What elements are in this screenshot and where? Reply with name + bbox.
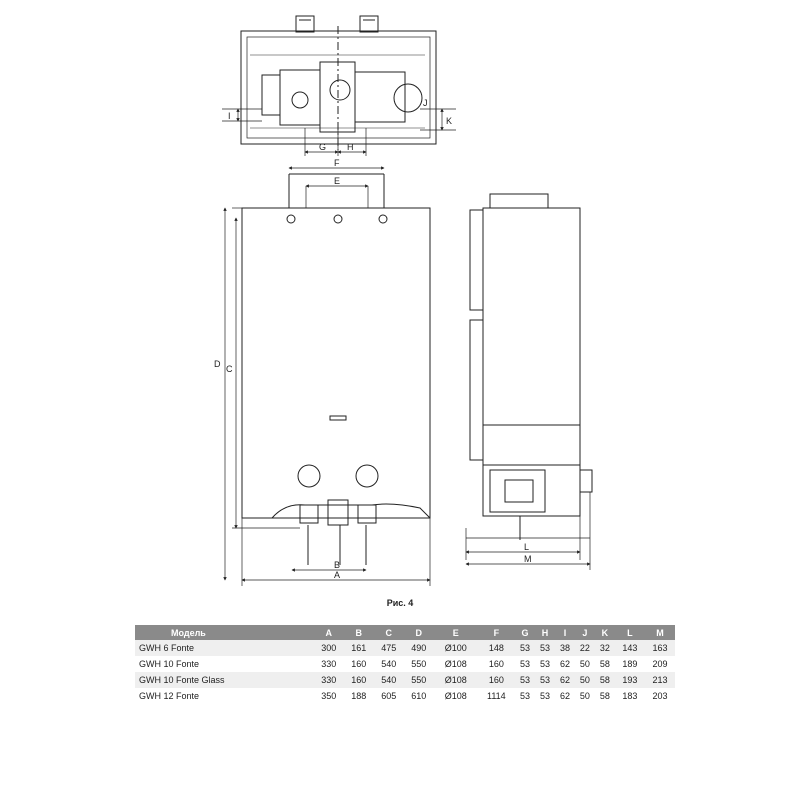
table-cell: 53 — [514, 672, 535, 688]
table-cell: 188 — [343, 688, 374, 704]
table-cell: 161 — [343, 640, 374, 656]
figure-caption: Рис. 4 — [386, 598, 414, 608]
column-header: H — [534, 625, 555, 640]
table-cell: 53 — [534, 656, 555, 672]
table-cell: 58 — [594, 688, 615, 704]
dim-label-l: L — [524, 542, 529, 552]
dim-label-f: F — [334, 158, 340, 168]
table-cell: 300 — [313, 640, 344, 656]
table-cell: Ø108 — [433, 672, 478, 688]
table-header-row: Модель A B C D E F G H I J K L M — [135, 625, 675, 640]
column-header: A — [313, 625, 344, 640]
table-cell: 540 — [373, 672, 404, 688]
table-cell: 58 — [594, 656, 615, 672]
column-header: J — [574, 625, 595, 640]
table-cell: 550 — [403, 656, 434, 672]
table-cell: 330 — [313, 656, 344, 672]
dim-label-a: A — [334, 570, 340, 580]
column-header: I — [554, 625, 575, 640]
table-cell: 193 — [614, 672, 645, 688]
table-cell: 550 — [403, 672, 434, 688]
table-cell: 53 — [534, 640, 555, 656]
top-view — [222, 15, 456, 156]
table-cell: 209 — [644, 656, 675, 672]
column-header: F — [477, 625, 515, 640]
table-cell: 143 — [614, 640, 645, 656]
dim-label-i: I — [228, 111, 231, 121]
table-cell: 475 — [373, 640, 404, 656]
table-cell: 50 — [574, 688, 595, 704]
table-cell: 58 — [594, 672, 615, 688]
table-cell: 32 — [594, 640, 615, 656]
table-cell: 160 — [477, 656, 515, 672]
table-cell: 330 — [313, 672, 344, 688]
table-cell: 62 — [554, 672, 575, 688]
front-view — [223, 166, 431, 586]
table-cell: Ø108 — [433, 688, 478, 704]
table-cell: 183 — [614, 688, 645, 704]
model-name-cell: GWH 10 Fonte — [135, 656, 314, 672]
dim-label-j: J — [423, 98, 428, 108]
side-view — [465, 193, 593, 570]
dim-label-m: M — [524, 554, 532, 564]
table-cell: 213 — [644, 672, 675, 688]
column-header: M — [644, 625, 675, 640]
technical-drawing: G H I J K F E D C — [214, 15, 593, 586]
table-cell: 50 — [574, 672, 595, 688]
column-header: L — [614, 625, 645, 640]
dim-label-d: D — [214, 359, 221, 369]
column-header: K — [594, 625, 615, 640]
table-cell: 1114 — [477, 688, 515, 704]
table-cell: 540 — [373, 656, 404, 672]
dim-label-e: E — [334, 176, 340, 186]
dim-label-b: B — [334, 560, 340, 570]
column-header: E — [433, 625, 478, 640]
column-header: G — [514, 625, 535, 640]
dim-label-c: C — [226, 364, 233, 374]
table-cell: 53 — [534, 688, 555, 704]
column-header: C — [373, 625, 404, 640]
table-cell: Ø100 — [433, 640, 478, 656]
dim-label-k: K — [446, 116, 452, 126]
table-cell: 610 — [403, 688, 434, 704]
dim-label-g: G — [319, 142, 326, 152]
table-cell: 148 — [477, 640, 515, 656]
model-name-cell: GWH 10 Fonte Glass — [135, 672, 314, 688]
table-cell: 189 — [614, 656, 645, 672]
spec-table: Модель A B C D E F G H I J K L M GWH 6 F… — [135, 625, 675, 704]
table-cell: 160 — [343, 656, 374, 672]
table-cell: 53 — [514, 640, 535, 656]
column-header: Модель — [135, 625, 314, 640]
table-cell: 163 — [644, 640, 675, 656]
table-cell: 53 — [514, 688, 535, 704]
table-cell: 160 — [477, 672, 515, 688]
column-header: B — [343, 625, 374, 640]
table-cell: 62 — [554, 688, 575, 704]
table-cell: 350 — [313, 688, 344, 704]
table-cell: 53 — [514, 656, 535, 672]
model-name-cell: GWH 12 Fonte — [135, 688, 314, 704]
table-cell: 38 — [554, 640, 575, 656]
table-cell: 490 — [403, 640, 434, 656]
dim-label-h: H — [347, 142, 354, 152]
table-cell: 53 — [534, 672, 555, 688]
table-cell: 160 — [343, 672, 374, 688]
table-cell: 605 — [373, 688, 404, 704]
table-cell: 62 — [554, 656, 575, 672]
table-cell: 50 — [574, 656, 595, 672]
table-cell: Ø108 — [433, 656, 478, 672]
model-name-cell: GWH 6 Fonte — [135, 640, 314, 656]
table-cell: 22 — [574, 640, 595, 656]
table-cell: 203 — [644, 688, 675, 704]
column-header: D — [403, 625, 434, 640]
